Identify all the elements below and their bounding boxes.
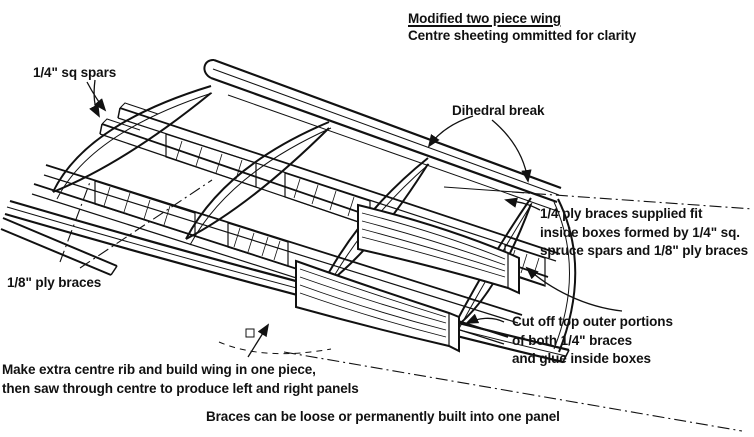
trailing-edge	[203, 58, 562, 213]
spars-arrow-2	[89, 79, 100, 118]
cutoff-note: Cut off top outer portions of both 1/4" …	[512, 314, 673, 366]
cutoff-arrow-upper	[525, 266, 623, 312]
diagram-title: Modified two piece wing	[408, 11, 561, 26]
leading-edge-continuation	[443, 186, 530, 194]
dihedral-arrow-right	[491, 119, 532, 183]
centre-saw-mark	[245, 328, 255, 338]
dihedral-break-label: Dihedral break	[452, 103, 545, 118]
wood-grain	[361, 212, 506, 278]
leader-arrows	[86, 79, 623, 358]
make-note-arrow	[247, 323, 270, 358]
supplied-braces-note: 1/4 ply braces supplied fit inside boxes…	[540, 206, 749, 258]
upper-dihedral-brace	[357, 203, 520, 295]
supplied-note-arrow	[504, 197, 541, 211]
cutoff-arrow-lower	[465, 313, 505, 324]
saw-cut-dashed-arc	[218, 341, 332, 355]
ply-braces-label: 1/8" ply braces	[7, 275, 102, 290]
spars-arrow-1	[86, 81, 107, 112]
wood-grain	[299, 268, 447, 338]
leading-edge	[4, 199, 570, 364]
make-centre-rib-note: Make extra centre rib and build wing in …	[2, 362, 359, 396]
lower-dihedral-brace	[295, 259, 460, 353]
footer-note: Braces can be loose or permanently built…	[206, 409, 560, 424]
diagram-subtitle: Centre sheeting ommitted for clarity	[408, 28, 637, 43]
lower-sheet-stub	[0, 217, 118, 276]
dihedral-arrow-left	[427, 115, 474, 148]
spars-label: 1/4" sq spars	[33, 65, 117, 80]
